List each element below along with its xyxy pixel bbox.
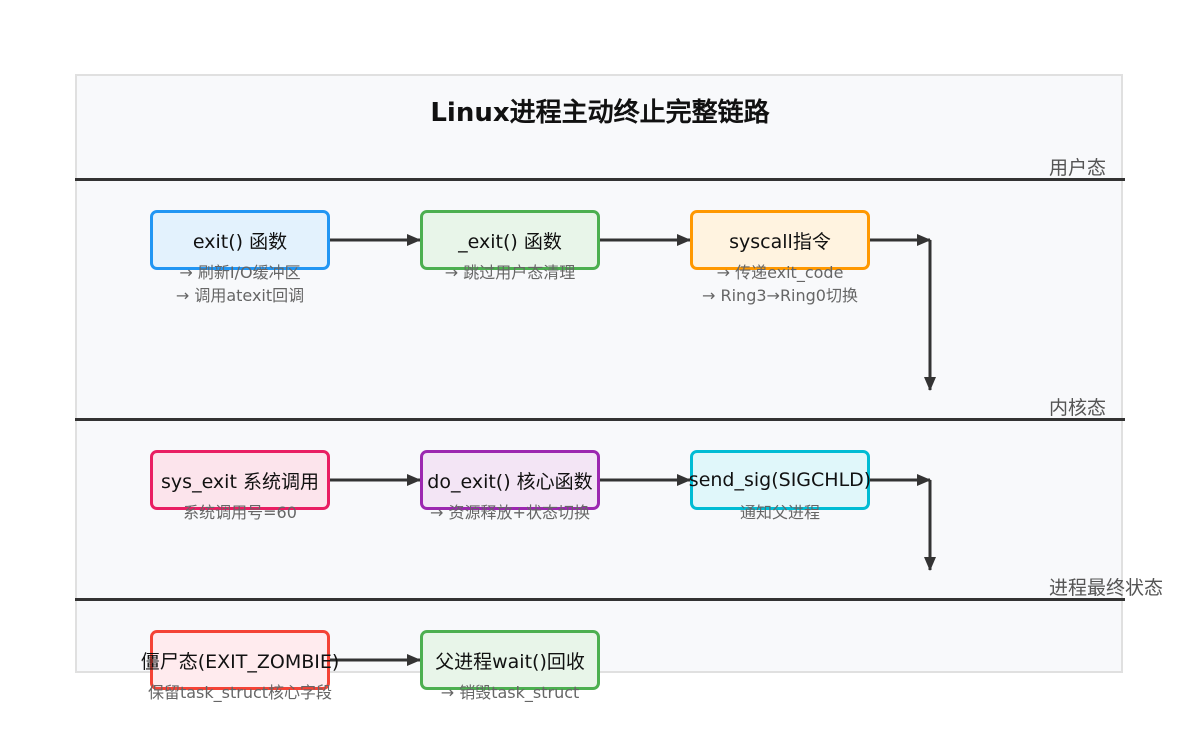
note-parent-wait: → 销毁task_struct [400,681,620,704]
note-line: → 调用atexit回调 [175,286,305,305]
note-do-exit: → 资源释放+状态切换 [400,501,620,524]
note-line: 保留task_struct核心字段 [147,683,333,702]
note-syscall: → 传递exit_code → Ring3→Ring0切换 [670,261,890,307]
note-line: → Ring3→Ring0切换 [702,286,858,305]
note-line: → 刷新I/O缓冲区 [179,263,301,282]
note-line: → 销毁task_struct [440,683,580,702]
note-line: 系统调用号=60 [183,503,297,522]
note-line: → 传递exit_code [716,263,844,282]
note-sys-exit: 系统调用号=60 [130,501,350,524]
diagram-title: Linux进程主动终止完整链路 [430,98,770,128]
diagram-frame [75,74,1123,673]
node-underscore-exit-function: _exit() 函数 [420,210,600,270]
node-zombie-state: 僵尸态(EXIT_ZOMBIE) [141,630,339,690]
note-underscore-exit: → 跳过用户态清理 [400,261,620,284]
kernel-layer-divider [75,418,1125,421]
note-line: → 跳过用户态清理 [444,263,576,282]
layer-label-final: 进程最终状态 [1049,577,1164,599]
layer-label-kernel: 内核态 [1049,397,1107,419]
note-send-sig: 通知父进程 [670,501,890,524]
final-layer-divider [75,598,1125,601]
note-line: 通知父进程 [739,503,820,522]
note-zombie: 保留task_struct核心字段 [120,681,360,704]
layer-label-user: 用户态 [1049,157,1107,179]
node-parent-wait: 父进程wait()回收 [420,630,600,690]
note-exit-function: → 刷新I/O缓冲区 → 调用atexit回调 [130,261,350,307]
node-send-sig: send_sig(SIGCHLD) [689,450,871,510]
user-layer-divider [75,178,1125,181]
node-syscall-instruction: syscall指令 [690,210,870,270]
node-exit-function: exit() 函数 [150,210,330,270]
node-sys-exit: sys_exit 系统调用 [150,450,330,510]
node-do-exit: do_exit() 核心函数 [420,450,600,510]
note-line: → 资源释放+状态切换 [430,503,590,522]
